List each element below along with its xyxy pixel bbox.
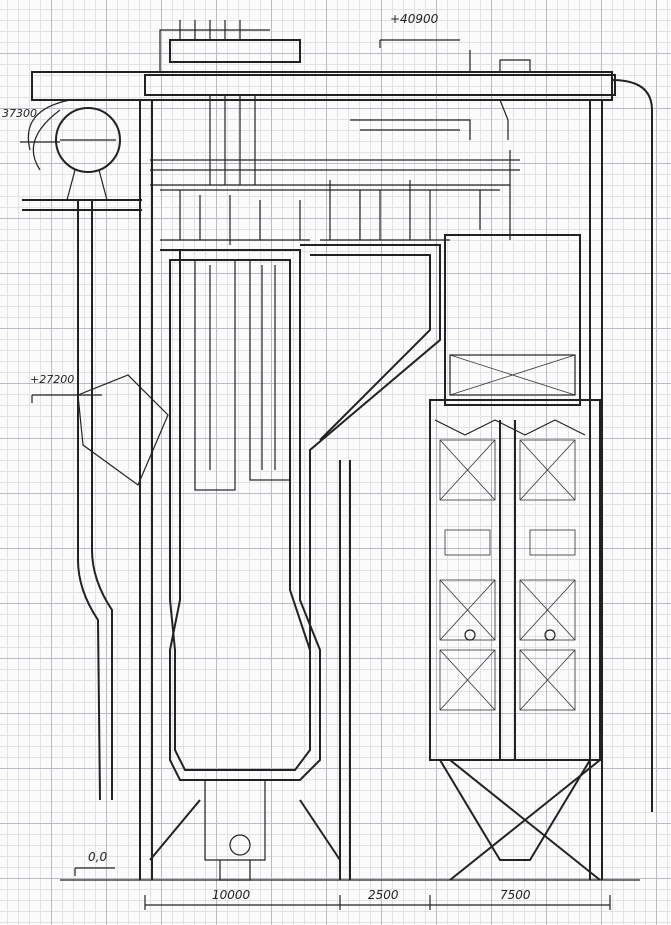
dimension-lines <box>20 39 640 910</box>
downcomers <box>77 200 169 801</box>
elevation-top-label: +40900 <box>390 12 439 26</box>
elevation-mid-label: +27200 <box>30 373 75 386</box>
top-frame <box>22 20 653 812</box>
steam-drum <box>27 99 121 201</box>
elevation-ground-label: 0,0 <box>88 850 108 864</box>
dim-convective-width: 7500 <box>500 888 531 902</box>
elevation-drum-label: 37300 <box>2 107 37 120</box>
columns <box>139 100 603 881</box>
pipework <box>150 95 520 245</box>
dim-gap: 2500 <box>368 888 399 902</box>
convective-pass <box>300 234 601 861</box>
dim-furnace-width: 10000 <box>212 888 251 902</box>
furnace <box>160 249 321 881</box>
